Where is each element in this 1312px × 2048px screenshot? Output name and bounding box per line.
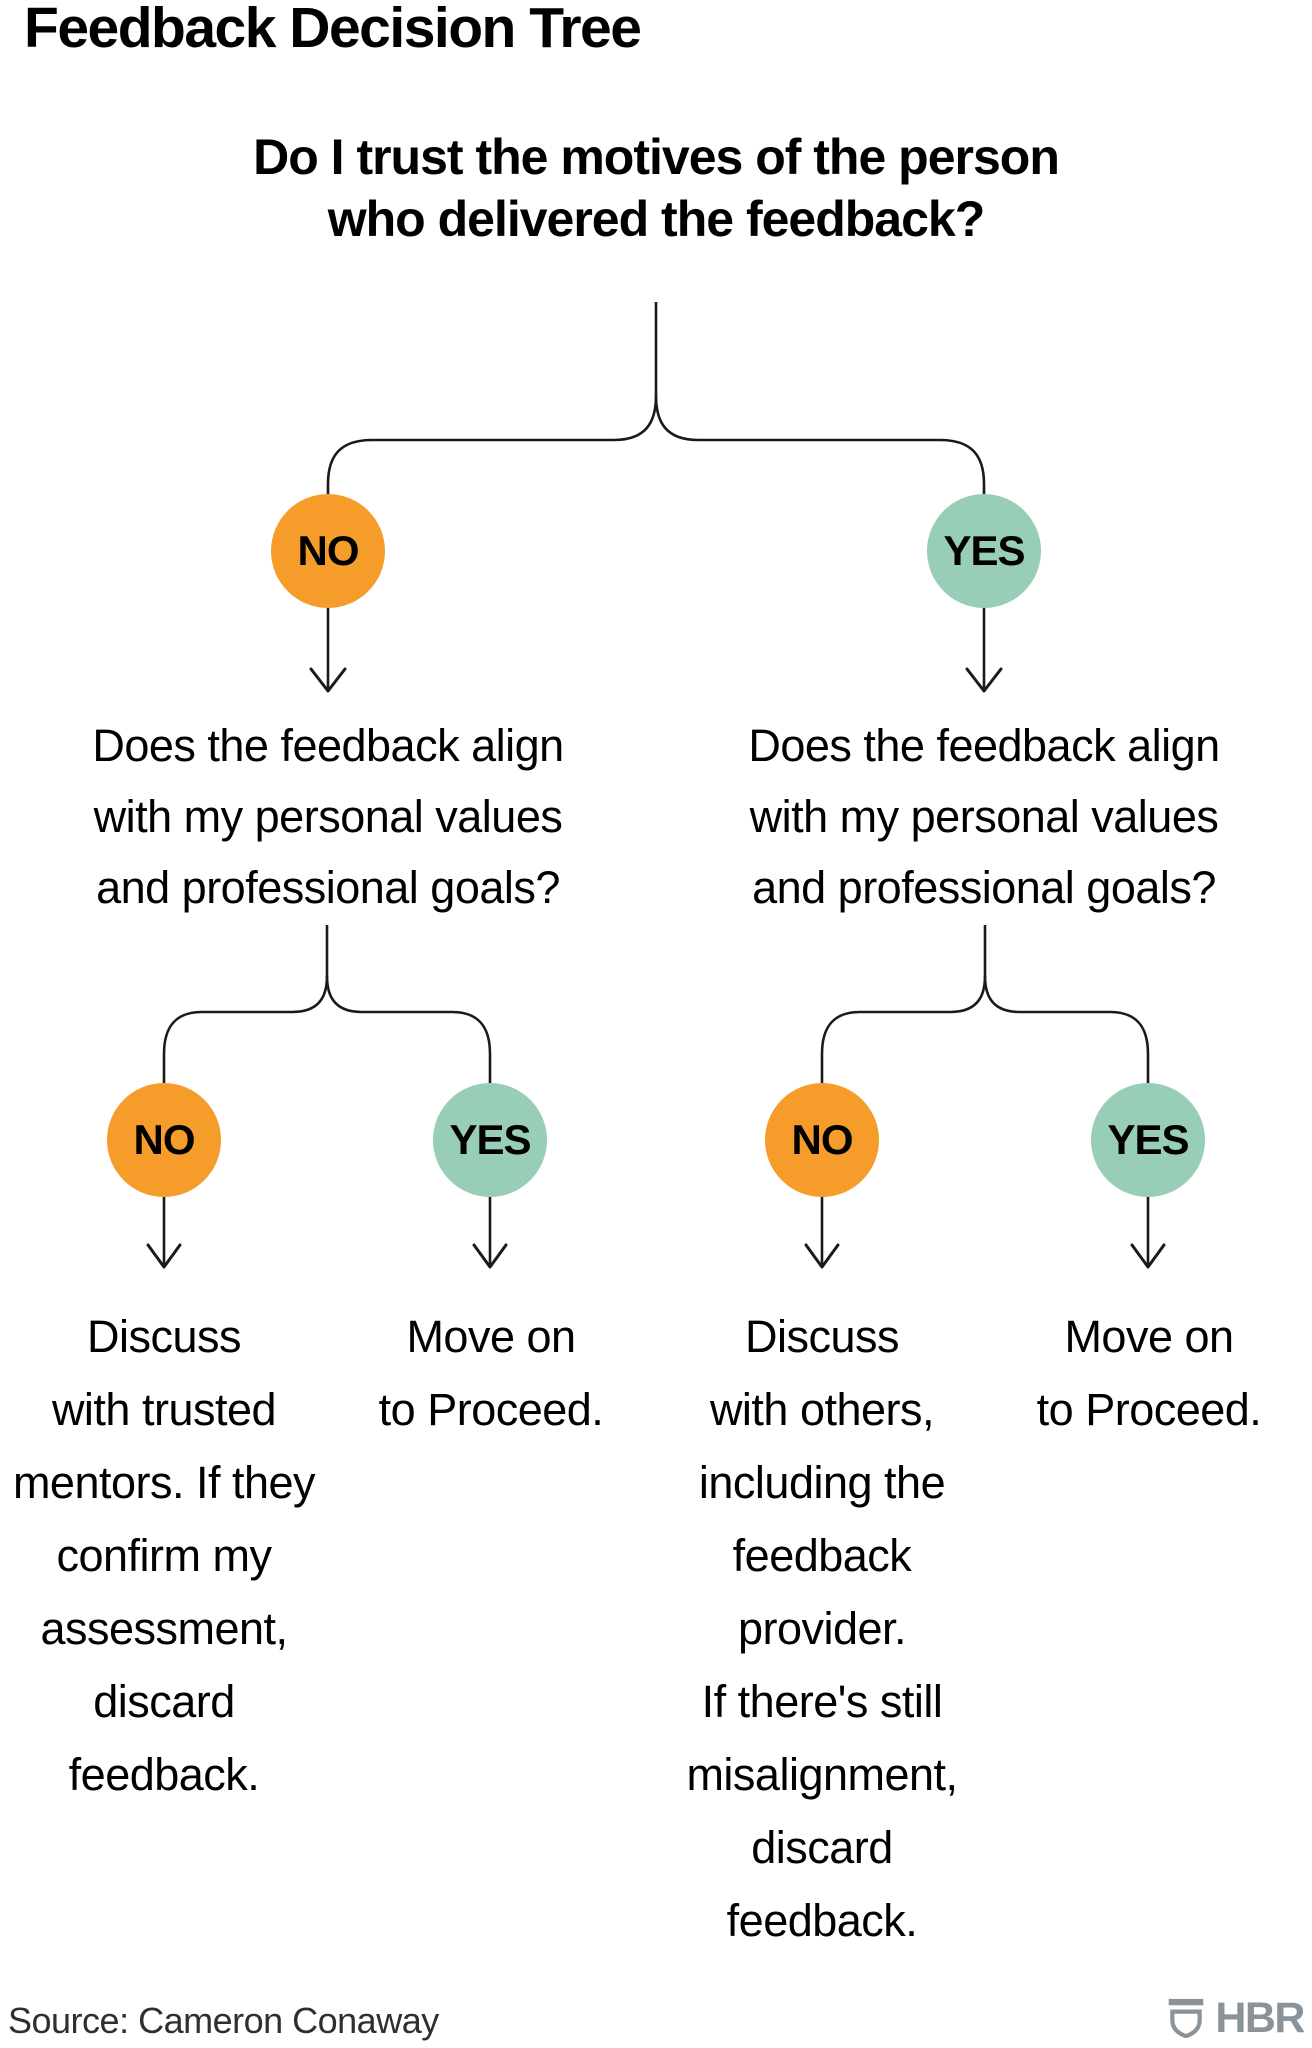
arrow-down-icon <box>309 667 347 693</box>
no-badge-level1: NO <box>271 494 385 608</box>
hbr-logo: HBR <box>1166 1994 1305 2042</box>
arrow-down-icon <box>804 1243 840 1269</box>
question-no-branch: Does the feedback align with my personal… <box>92 720 564 913</box>
yes-badge-nobranch: YES <box>433 1083 547 1197</box>
arrow-down-icon <box>1130 1243 1166 1269</box>
outcome-nobranch-yes: Move on to Proceed. <box>378 1311 604 1435</box>
hbr-shield-icon <box>1169 1998 1204 2038</box>
yes-badge-yesbranch: YES <box>1091 1083 1205 1197</box>
outcome-yesbranch-no: Discuss with others, including the feedb… <box>686 1311 958 1946</box>
yes-badge-level1: YES <box>927 494 1041 608</box>
arrow-down-icon <box>146 1243 182 1269</box>
question-yes-branch: Does the feedback align with my personal… <box>748 720 1220 913</box>
arrow-down-icon <box>965 667 1003 693</box>
page-title: Feedback Decision Tree <box>24 0 642 60</box>
hbr-logo-text: HBR <box>1215 1994 1305 2042</box>
outcome-yesbranch-yes: Move on to Proceed. <box>1036 1311 1262 1435</box>
source-credit: Source: Cameron Conaway <box>8 2000 439 2041</box>
outcome-nobranch-no: Discuss with trusted mentors. If they co… <box>12 1311 316 1800</box>
no-badge-yesbranch: NO <box>765 1083 879 1197</box>
arrow-down-icon <box>472 1243 508 1269</box>
root-question: Do I trust the motives of the person who… <box>253 129 1060 247</box>
no-badge-nobranch: NO <box>107 1083 221 1197</box>
